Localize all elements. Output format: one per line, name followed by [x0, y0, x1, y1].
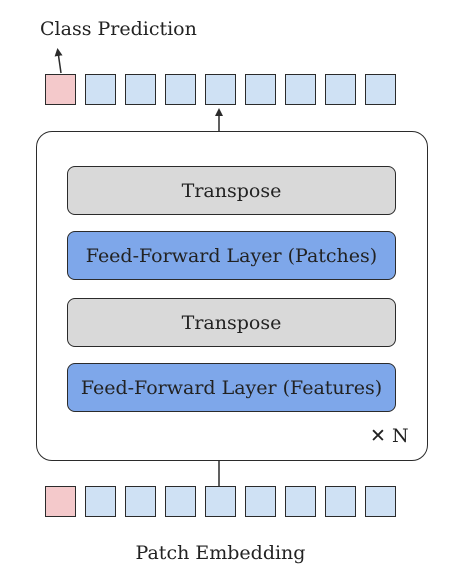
patch-token — [365, 74, 396, 105]
patch-token — [85, 74, 116, 105]
patch-token — [365, 486, 396, 517]
class-prediction-label: Class Prediction — [40, 18, 197, 40]
patch-token — [285, 486, 316, 517]
patch-token — [325, 486, 356, 517]
patch-token — [85, 486, 116, 517]
patch-token — [325, 74, 356, 105]
patch-token — [245, 74, 276, 105]
class-token — [45, 74, 76, 105]
patch-token — [285, 74, 316, 105]
patch-token — [165, 486, 196, 517]
output-token-row — [45, 74, 397, 106]
patch-token — [125, 486, 156, 517]
patch-token — [165, 74, 196, 105]
feed-forward-patches-layer: Feed-Forward Layer (Patches) — [67, 231, 396, 280]
input-token-row — [45, 486, 397, 518]
patch-token — [125, 74, 156, 105]
class-prediction-arrow — [54, 48, 63, 74]
patch-token — [205, 486, 236, 517]
transpose-layer-1: Transpose — [67, 166, 396, 215]
transpose-layer-2: Transpose — [67, 298, 396, 347]
patch-token — [245, 486, 276, 517]
class-token — [45, 486, 76, 517]
patch-embedding-label: Patch Embedding — [135, 542, 306, 564]
patch-token — [205, 74, 236, 105]
repeat-n-label: ✕ N — [370, 425, 409, 447]
feed-forward-features-layer: Feed-Forward Layer (Features) — [67, 363, 396, 412]
